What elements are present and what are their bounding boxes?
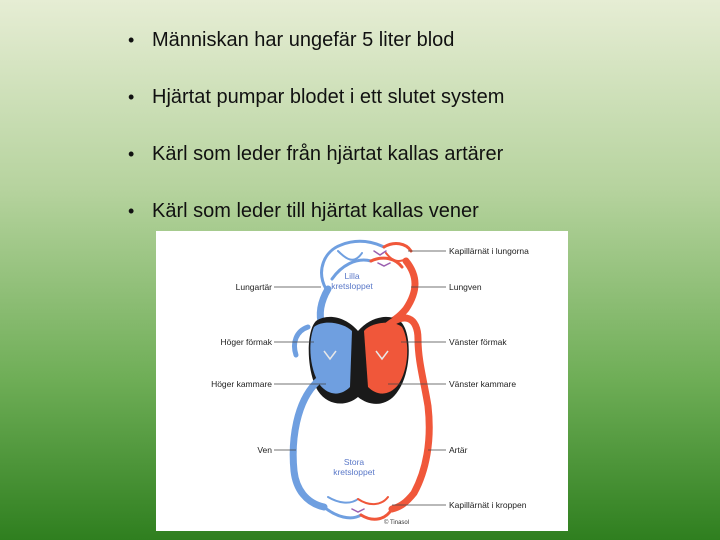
leader-lines bbox=[274, 250, 446, 506]
bullet-dot: • bbox=[128, 143, 135, 164]
bullet-item: • Kärl som leder till hjärtat kallas ven… bbox=[128, 197, 504, 225]
label-kapillarnat-lungorna: Kapillärnät i lungorna bbox=[449, 246, 529, 256]
bullet-item: • Kärl som leder från hjärtat kallas art… bbox=[128, 140, 504, 168]
lung-capillaries bbox=[320, 239, 413, 291]
body-capillaries bbox=[322, 496, 394, 521]
heart bbox=[308, 316, 409, 404]
bullet-item: • Hjärtat pumpar blodet i ett slutet sys… bbox=[128, 83, 504, 111]
bullet-list: • Människan har ungefär 5 liter blod • H… bbox=[128, 26, 504, 254]
label-vanster-formak: Vänster förmak bbox=[449, 337, 507, 347]
systemic-vein bbox=[289, 324, 328, 511]
bullet-dot: • bbox=[128, 86, 135, 107]
bullet-text: Människan har ungefär 5 liter blod bbox=[152, 28, 455, 51]
credit-text: © Tinasol bbox=[384, 519, 409, 526]
circulation-svg: Lilla kretsloppet Stora kretsloppet Lung… bbox=[211, 239, 529, 526]
label-hoger-kammare: Höger kammare bbox=[211, 379, 272, 389]
stora-kretsloppet-line1: Stora bbox=[344, 457, 365, 467]
bullet-text: Kärl som leder från hjärtat kallas artär… bbox=[152, 142, 504, 165]
label-vanster-kammare: Vänster kammare bbox=[449, 379, 516, 389]
label-kapillarnat-kroppen: Kapillärnät i kroppen bbox=[449, 500, 527, 510]
label-hoger-formak: Höger förmak bbox=[221, 337, 273, 347]
bullet-text: Kärl som leder till hjärtat kallas vener bbox=[152, 199, 479, 222]
lilla-kretsloppet-line1: Lilla bbox=[344, 271, 359, 281]
circulation-diagram: Lilla kretsloppet Stora kretsloppet Lung… bbox=[156, 231, 568, 531]
stora-kretsloppet-line2: kretsloppet bbox=[333, 467, 375, 477]
label-ven: Ven bbox=[257, 445, 272, 455]
bullet-dot: • bbox=[128, 29, 135, 50]
lilla-kretsloppet-line2: kretsloppet bbox=[331, 281, 373, 291]
label-lungven: Lungven bbox=[449, 282, 482, 292]
label-artar: Artär bbox=[449, 445, 468, 455]
label-lungartar: Lungartär bbox=[236, 282, 273, 292]
systemic-artery bbox=[382, 314, 433, 513]
bullet-text: Hjärtat pumpar blodet i ett slutet syste… bbox=[152, 85, 505, 108]
bullet-dot: • bbox=[128, 200, 135, 221]
bullet-item: • Människan har ungefär 5 liter blod bbox=[128, 26, 504, 54]
